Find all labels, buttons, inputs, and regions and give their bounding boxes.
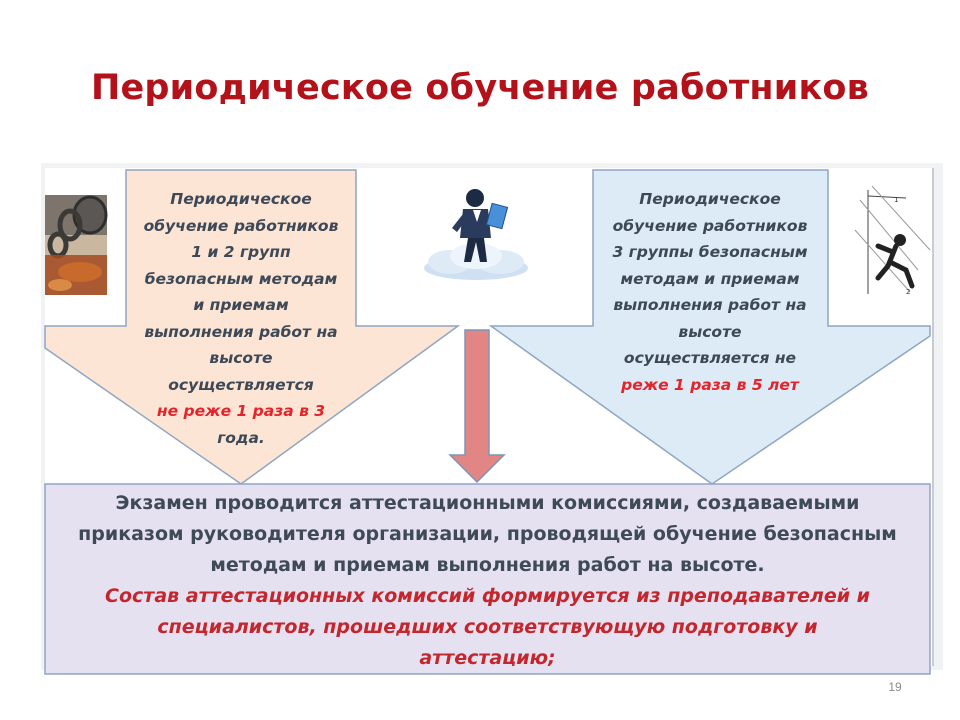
bottom-line: приказом руководителя организации, прово… [78,523,897,545]
right-arrow-highlight: реже 1 раза в 5 лет [621,375,799,394]
businessman-on-cloud-icon [424,189,528,280]
right-arrow-line: выполнения работ на [613,296,807,314]
left-arrow-line: выполнения работ на [144,322,338,341]
right-arrow-line: высоте [678,322,742,341]
bottom-box-shape [44,483,931,675]
right-arrow-line: обучение работников [612,216,808,235]
right-arrow-text: Периодическое обучение работников 3 груп… [596,186,824,398]
bottom-red-line: специалистов, прошедших соответствующую … [157,616,818,638]
left-arrow-line: высоте [209,349,273,367]
chain-photo-icon [45,195,108,295]
svg-text:2: 2 [906,288,910,296]
right-arrow-shape [488,169,931,485]
right-arrow-line: методам и приемам [620,269,800,288]
left-arrow-text: Периодическое обучение работников 1 и 2 … [130,186,352,451]
left-arrow-highlight: не реже 1 раза в 3 [156,402,326,420]
left-arrow-line: обучение работников [143,216,339,235]
right-arrow-line: осуществляется не [623,349,797,367]
bottom-box: Экзамен проводится аттестационными комис… [45,484,930,666]
left-arrow-line: и приемам [193,296,289,314]
right-arrow-line: Периодическое [639,190,781,208]
bottom-line: Экзамен проводится аттестационными комис… [115,492,860,514]
left-arrow-line: Периодическое [170,190,312,208]
svg-text:1: 1 [894,196,898,204]
bottom-line: методам и приемам выполнения работ на вы… [210,554,765,576]
climber-on-rope-icon: 1 2 [849,180,932,298]
slide-title: Периодическое обучение работников [90,68,870,108]
left-arrow-line: года. [217,428,265,447]
bottom-red-line: Состав аттестационных комиссий формирует… [105,585,870,607]
page-number: 19 [888,680,902,694]
left-arrow-line: безопасным методам [144,269,338,288]
left-arrow-line: осуществляется [168,375,314,394]
left-arrow-line: 1 и 2 групп [191,243,291,261]
bottom-red-line: аттестацию; [419,647,556,666]
bottom-box-text: Экзамен проводится аттестационными комис… [45,488,930,666]
right-arrow-line: 3 группы безопасным [612,243,808,261]
center-down-arrow [448,329,506,484]
